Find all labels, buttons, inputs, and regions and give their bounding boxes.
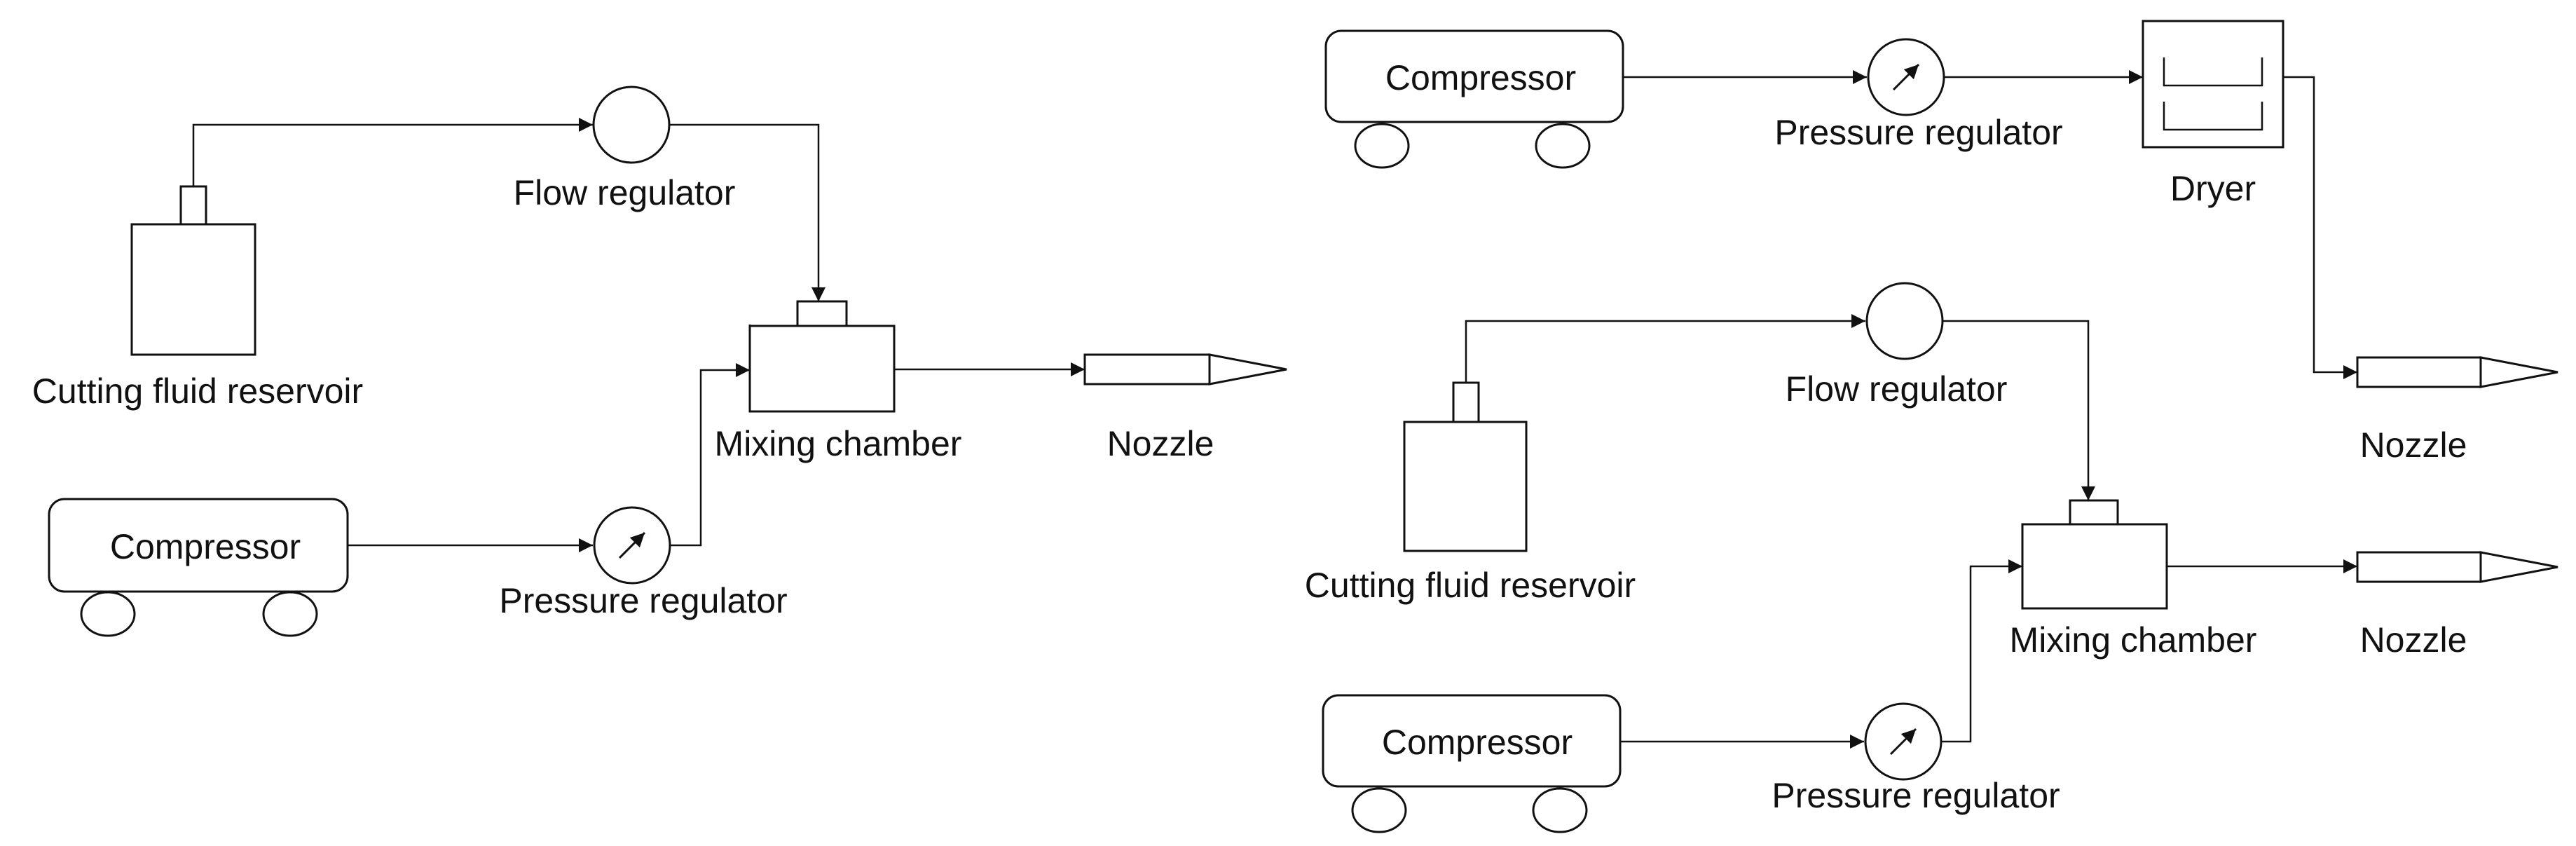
reservoir-to-flow-regulator-right-line <box>1465 314 1865 383</box>
mixing-chamber-label: Mixing chamber <box>715 424 962 463</box>
cutting-fluid-reservoir-right-label: Cutting fluid reservoir <box>1305 566 1636 605</box>
pressure-regulator-bottom <box>1864 702 1943 781</box>
dryer-to-nozzle-top-line <box>2283 76 2357 379</box>
compressor-top <box>1324 29 1624 169</box>
nozzle-top <box>2356 356 2558 388</box>
pressure-regulator-label: Pressure regulator <box>499 581 787 620</box>
dryer-label: Dryer <box>2170 169 2256 208</box>
flow-regulator-right-label: Flow regulator <box>1786 369 2008 409</box>
cutting-fluid-reservoir <box>130 185 256 356</box>
cutting-fluid-reservoir-right <box>1403 381 1528 552</box>
flow-regulator-label: Flow regulator <box>514 173 736 212</box>
nozzle <box>1083 353 1287 386</box>
pressure-regulator <box>593 506 671 585</box>
compressor-top-label: Compressor <box>1385 58 1576 97</box>
nozzle-label: Nozzle <box>1107 424 1214 463</box>
pressure-regulator-to-mixing-chamber-line <box>670 363 750 547</box>
diagram-left: Cutting fluid reservoir Flow regulator M… <box>32 86 1287 637</box>
mixing-chamber-right <box>2021 499 2168 610</box>
nozzle-top-label: Nozzle <box>2360 425 2467 465</box>
compressor <box>48 498 349 637</box>
dryer <box>2142 20 2284 149</box>
flow-regulator-right <box>1865 282 1944 360</box>
pressure-regulator-bottom-label: Pressure regulator <box>1772 776 2060 815</box>
reservoir-to-flow-regulator-line <box>192 118 593 186</box>
pressure-regulator-top <box>1867 38 1945 116</box>
pressure-regulator-bottom-to-mixing-chamber-line <box>1941 559 2022 743</box>
compressor-bottom-label: Compressor <box>1382 723 1573 762</box>
mixing-chamber <box>748 300 896 413</box>
mixing-chamber-right-label: Mixing chamber <box>2010 620 2257 660</box>
compressor-label: Compressor <box>110 527 301 566</box>
nozzle-bottom-label: Nozzle <box>2360 620 2467 660</box>
nozzle-bottom <box>2356 551 2558 583</box>
diagram-right: Compressor Pressure regulator Dryer Nozz… <box>1305 20 2558 833</box>
cutting-fluid-reservoir-label: Cutting fluid reservoir <box>32 371 363 411</box>
flow-regulator-to-mixing-chamber-right-line <box>1943 320 2095 500</box>
compressor-bottom <box>1322 694 1622 833</box>
pressure-regulator-top-label: Pressure regulator <box>1774 113 2062 152</box>
flow-regulator <box>592 86 671 164</box>
flow-regulator-to-mixing-chamber-line <box>669 123 825 301</box>
